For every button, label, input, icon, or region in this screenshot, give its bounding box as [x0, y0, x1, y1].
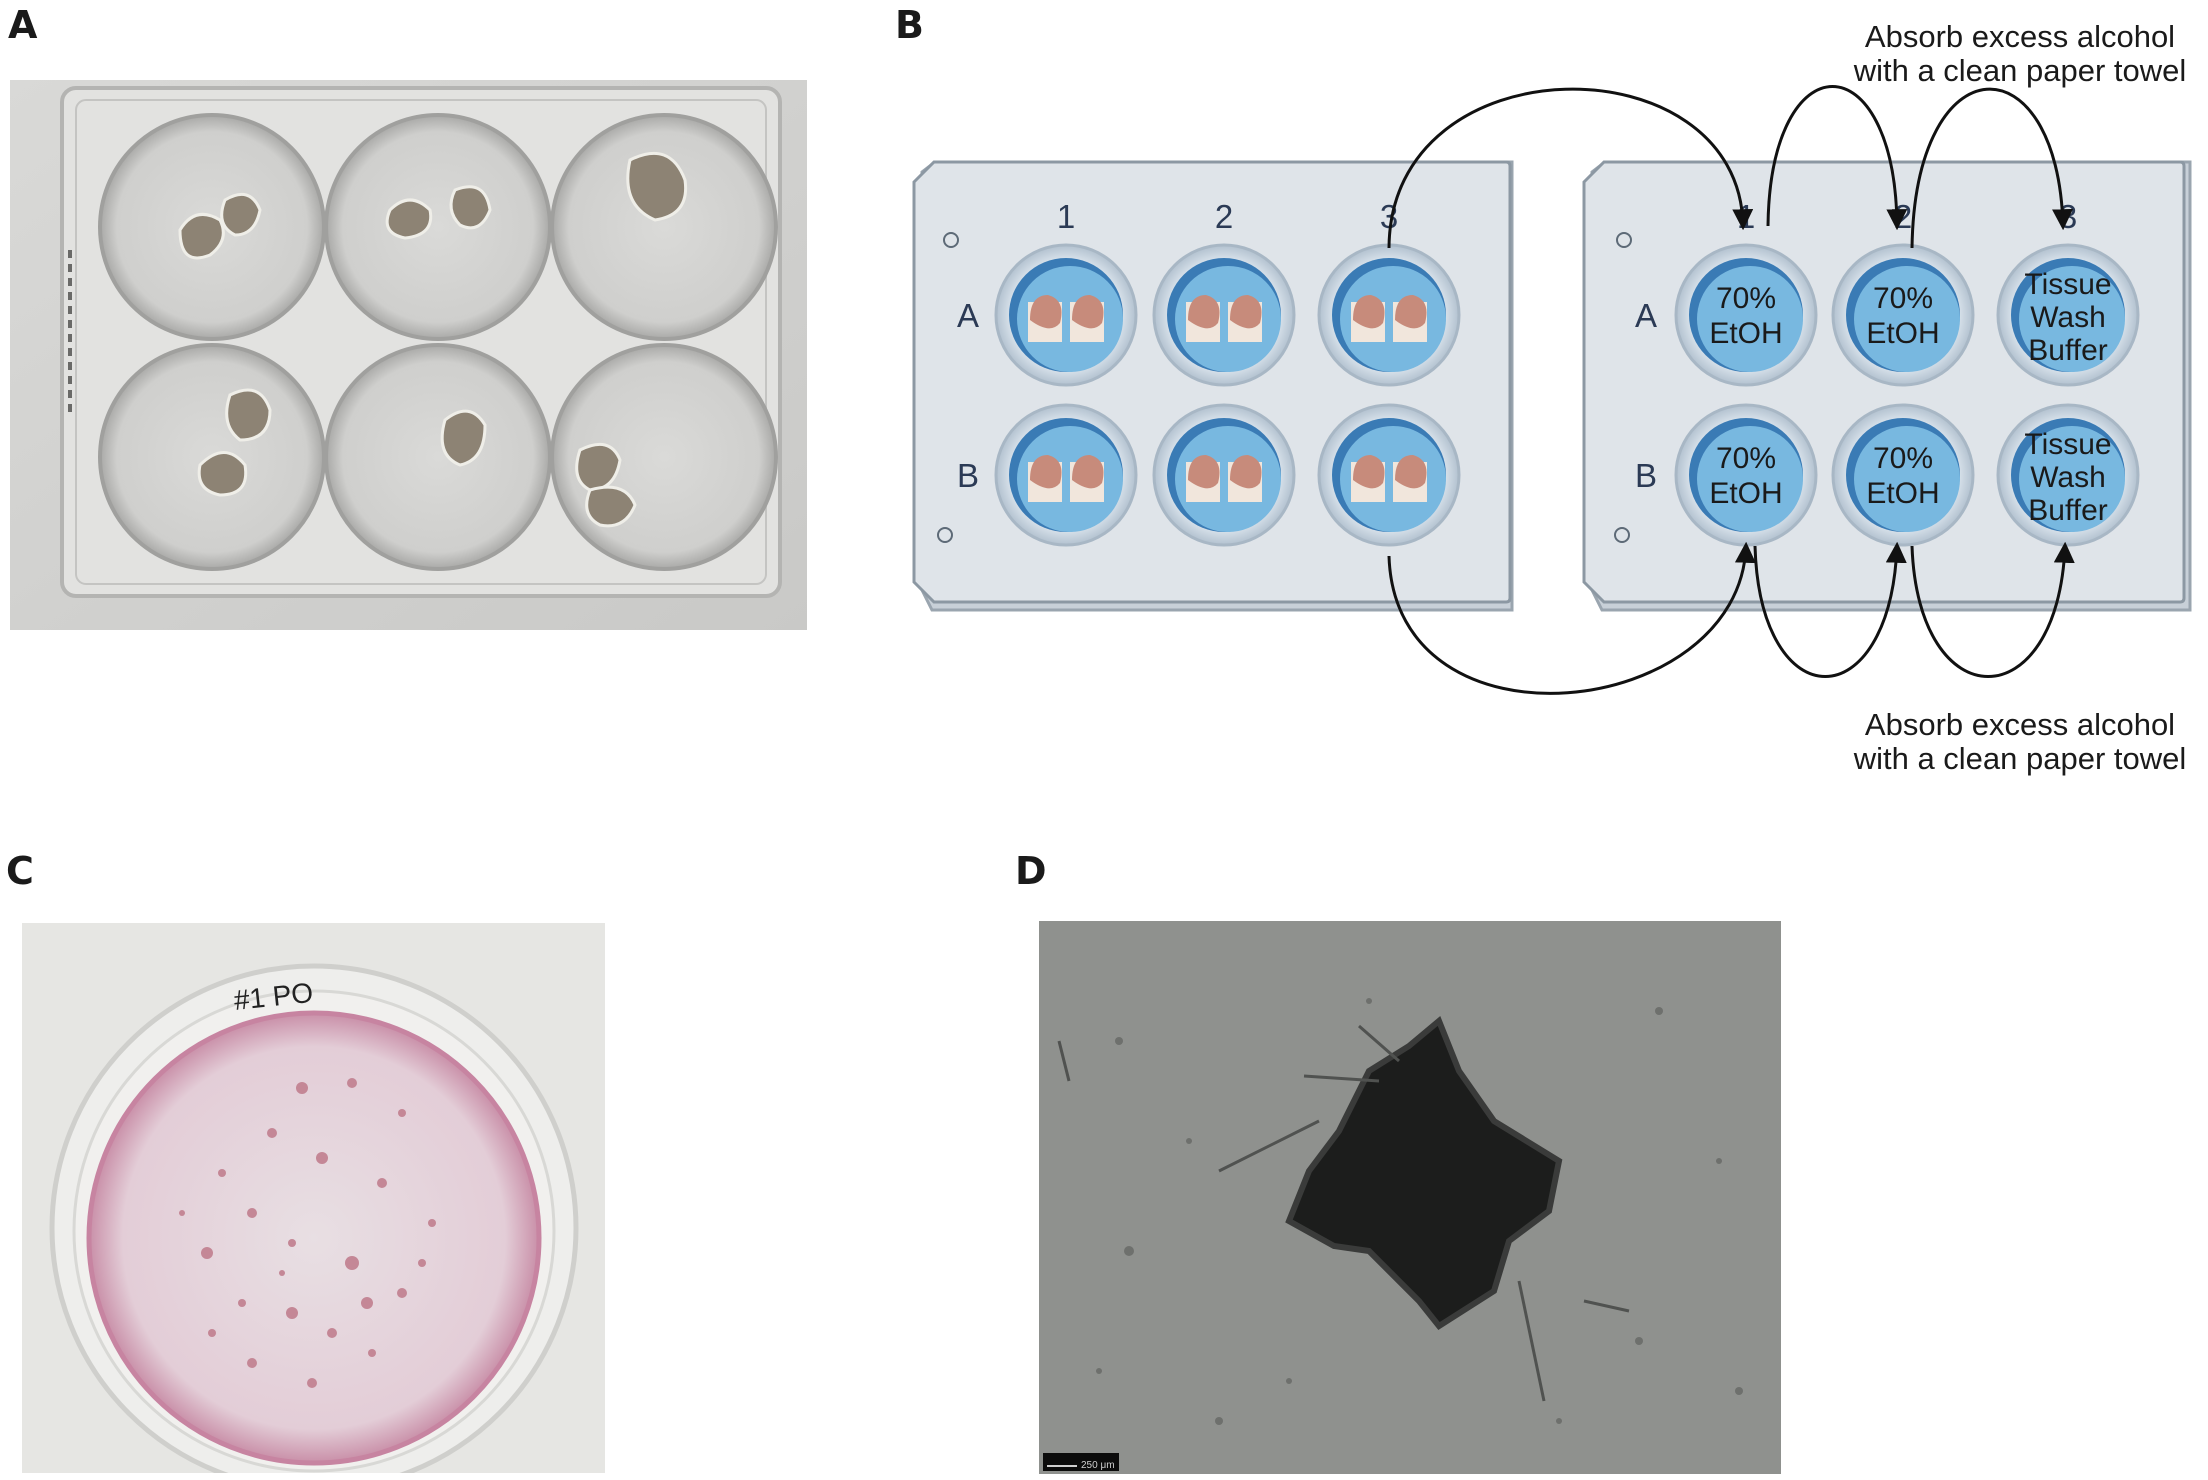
panel-c-photo: #1 PO	[22, 923, 605, 1473]
well-a3-line3: Buffer	[2028, 334, 2108, 367]
well-left-a3	[1317, 243, 1461, 387]
scale-bar-label: 250 μm	[1081, 1460, 1115, 1471]
left-row-label-a: A	[957, 297, 979, 334]
well-right-b3	[1996, 403, 2140, 547]
panel-a-letter: A	[8, 3, 38, 47]
well-right-b2	[1831, 403, 1975, 547]
left-wells	[994, 243, 1461, 547]
well-left-b2	[1152, 403, 1296, 547]
well-b3-line1: Tissue	[2024, 428, 2111, 461]
left-col-label-1: 1	[1057, 198, 1075, 235]
right-wells: 70% EtOH 70% EtOH Tissue Wash Buffer 70%…	[1674, 243, 2140, 547]
arrow-b3-to-b1	[1387, 541, 1756, 695]
background-specks	[1096, 998, 1743, 1425]
well-left-b1	[994, 403, 1138, 547]
well-left-a1	[994, 243, 1138, 387]
panel-b-diagram: 1 2 3 A B 1 2 3 A B	[912, 85, 2192, 695]
arrow-a3-to-a1	[1387, 87, 1754, 249]
well-left-b3	[1317, 403, 1461, 547]
arrow-a1-to-a2	[1766, 85, 1908, 231]
well-left-a2	[1152, 243, 1296, 387]
panel-d-micrograph: 250 μm	[1039, 921, 1781, 1474]
panel-d-letter: D	[1015, 849, 1047, 893]
well-a3-line2: Wash	[2030, 301, 2106, 334]
panel-b-letter: B	[895, 3, 924, 47]
well-right-a3	[1996, 243, 2140, 387]
tissue-pieces	[178, 151, 688, 528]
right-row-label-b: B	[1635, 457, 1657, 494]
tissue-fragment	[1285, 1016, 1563, 1330]
fibers	[1057, 1024, 1630, 1402]
well-a1-line2: EtOH	[1709, 317, 1782, 350]
well-b1-line2: EtOH	[1709, 477, 1782, 510]
right-row-label-a: A	[1635, 297, 1657, 334]
note-top-line2: with a clean paper towel	[1853, 53, 2187, 88]
arrow-b2-to-b3	[1910, 541, 2075, 678]
well-b2-line1: 70%	[1873, 442, 1933, 475]
well-a1-line1: 70%	[1716, 282, 1776, 315]
left-col-label-2: 2	[1215, 198, 1233, 235]
well-a2-line2: EtOH	[1866, 317, 1939, 350]
well-b3-line3: Buffer	[2028, 494, 2108, 527]
well-right-b1	[1674, 403, 1818, 547]
note-bottom: Absorb excess alcohol with a clean paper…	[1830, 708, 2208, 776]
well-right-a2	[1831, 243, 1975, 387]
arrow-b1-to-b2	[1753, 541, 1907, 678]
note-top: Absorb excess alcohol with a clean paper…	[1830, 20, 2208, 88]
left-row-label-b: B	[957, 457, 979, 494]
note-top-line1: Absorb excess alcohol	[1864, 19, 2176, 54]
well-b3-line2: Wash	[2030, 461, 2106, 494]
arrow-a2-to-a3	[1910, 87, 2074, 249]
well-right-a1	[1674, 243, 1818, 387]
note-bottom-line1: Absorb excess alcohol	[1864, 707, 2176, 742]
plate-side-marks	[68, 250, 72, 412]
well-b1-line1: 70%	[1716, 442, 1776, 475]
plate-wells	[98, 113, 778, 571]
well-b2-line2: EtOH	[1866, 477, 1939, 510]
panel-a-photo	[10, 80, 807, 630]
note-bottom-line2: with a clean paper towel	[1853, 741, 2187, 776]
tissue-fragments	[179, 1078, 436, 1388]
well-a3-line1: Tissue	[2024, 268, 2111, 301]
transfer-arrows	[1387, 85, 2075, 695]
well-a2-line1: 70%	[1873, 282, 1933, 315]
panel-c-letter: C	[6, 849, 34, 893]
